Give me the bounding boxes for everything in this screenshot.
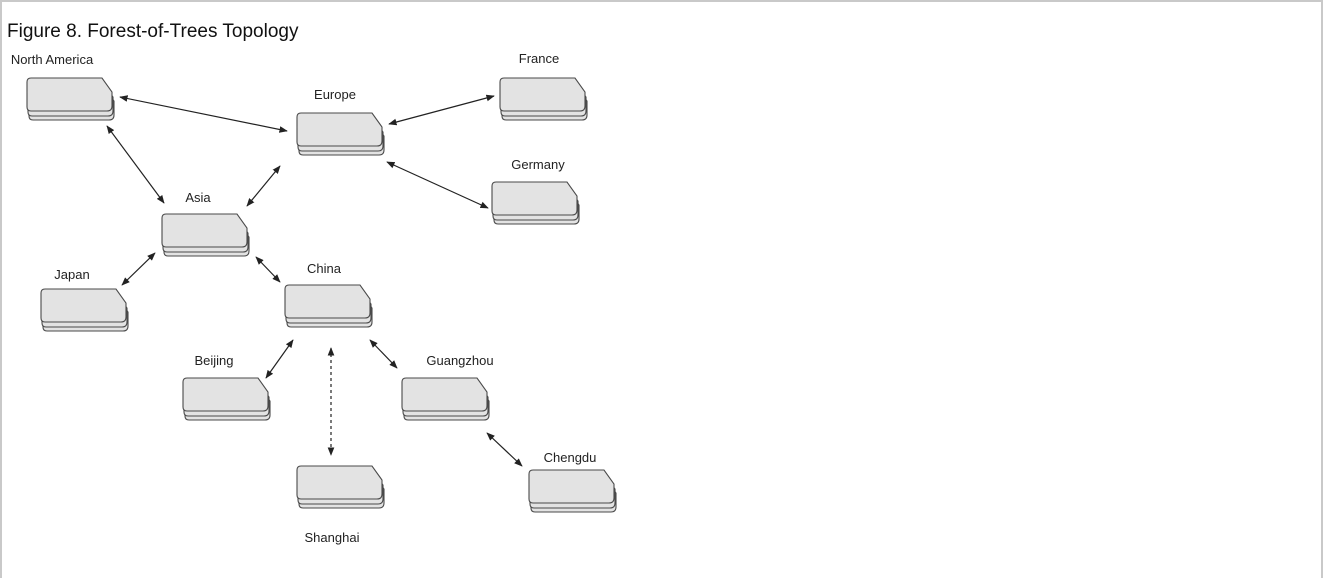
node-label-japan: Japan — [54, 267, 89, 282]
node-japan-icon — [40, 288, 129, 332]
node-label-beijing: Beijing — [194, 353, 233, 368]
edge-north-america-asia — [106, 125, 165, 204]
node-label-chengdu: Chengdu — [544, 450, 597, 465]
node-label-shanghai: Shanghai — [305, 530, 360, 545]
edge-north-america-europe — [119, 95, 288, 133]
node-france-icon — [499, 77, 588, 121]
node-shanghai-icon — [296, 465, 385, 509]
node-label-guangzhou: Guangzhou — [426, 353, 493, 368]
node-guangzhou-icon — [401, 377, 490, 421]
node-beijing-icon — [182, 377, 271, 421]
edge-europe-france — [388, 94, 495, 126]
node-label-germany: Germany — [511, 157, 565, 172]
edge-china-beijing — [265, 339, 294, 379]
node-china-icon — [284, 284, 373, 328]
node-label-north-america: North America — [11, 52, 94, 67]
node-germany-icon — [491, 181, 580, 225]
edge-europe-asia — [246, 165, 281, 207]
edges-layer — [106, 94, 523, 467]
node-label-europe: Europe — [314, 87, 356, 102]
edge-guangzhou-chengdu — [486, 432, 523, 467]
figure-caption: Figure 8. Forest-of-Trees Topology — [7, 21, 299, 42]
node-label-asia: Asia — [185, 190, 211, 205]
node-north-america-icon — [26, 77, 115, 121]
edge-europe-germany — [386, 161, 489, 209]
edge-asia-china — [255, 256, 281, 283]
edge-china-guangzhou — [369, 339, 398, 369]
node-asia-icon — [161, 213, 250, 257]
node-chengdu-icon — [528, 469, 617, 513]
node-label-china: China — [307, 261, 342, 276]
node-europe-icon — [296, 112, 385, 156]
node-label-france: France — [519, 51, 559, 66]
edge-asia-japan — [121, 252, 156, 286]
